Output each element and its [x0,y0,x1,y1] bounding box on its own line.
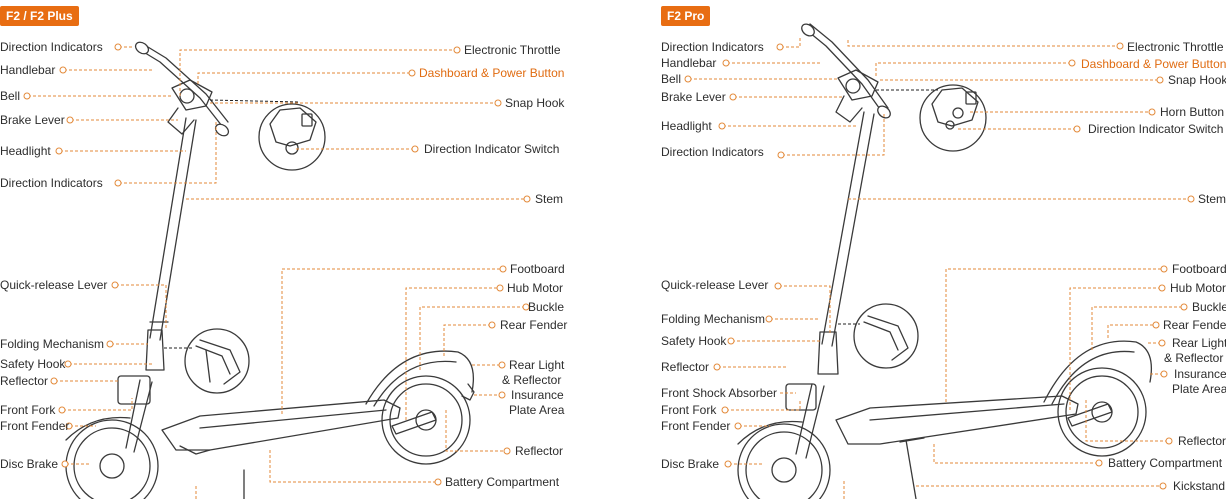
label-kickstand: Kickstand [1173,479,1226,493]
label-rear-fender: Rear Fender [1163,318,1226,332]
label-safety-hook: Safety Hook [0,357,66,371]
label-hub-motor: Hub Motor [507,281,564,295]
label-direction-indicator-switch: Direction Indicator Switch [1088,122,1224,136]
model-badge-f2-pro: F2 Pro [661,6,711,26]
label-front-fender: Front Fender [0,419,70,433]
label-headlight: Headlight [661,119,712,133]
label-stem: Stem [1198,192,1226,206]
label-hub-motor: Hub Motor [1170,281,1226,295]
label-folding-mechanism: Folding Mechanism [661,312,766,326]
label-brake-lever: Brake Lever [0,113,65,127]
label-buckle: Buckle [1192,300,1226,314]
label-reflector-rear: Reflector [515,444,564,458]
label-folding-mechanism: Folding Mechanism [0,337,105,351]
label-battery-compartment: Battery Compartment [445,475,560,489]
label-electronic-throttle: Electronic Throttle [1127,40,1224,54]
label-buckle: Buckle [528,300,565,314]
label-rear-reflector: & Reflector [1164,351,1224,365]
label-disc-brake: Disc Brake [661,457,720,471]
label-plate-area: Plate Area [1172,382,1226,396]
label-reflector-front: Reflector [0,374,49,388]
label-reflector-front: Reflector [661,360,710,374]
label-direction-indicators-bottom: Direction Indicators [0,176,103,190]
label-footboard: Footboard [1172,262,1226,276]
label-dashboard-power-button: Dashboard & Power Button [1081,57,1226,71]
label-bell: Bell [661,72,682,86]
label-handlebar: Handlebar [0,63,56,77]
label-stem: Stem [535,192,564,206]
left-leader-lines [23,43,531,499]
label-front-fork: Front Fork [0,403,56,417]
label-direction-indicators-bottom: Direction Indicators [661,145,764,159]
label-bell: Bell [0,89,21,103]
label-quick-release-lever: Quick-release Lever [0,278,108,292]
label-front-fork: Front Fork [661,403,717,417]
label-rear-light: Rear Light [509,358,565,372]
left-scooter-drawing [65,41,475,499]
label-battery-compartment: Battery Compartment [1108,456,1223,470]
label-footboard: Footboard [510,262,565,276]
label-insurance: Insurance [1174,367,1226,381]
label-insurance: Insurance [511,388,564,402]
label-reflector-rear: Reflector [1178,434,1226,448]
label-direction-indicators-top: Direction Indicators [0,40,103,54]
label-rear-light: Rear Light [1172,336,1226,350]
label-snap-hook: Snap Hook [505,96,565,110]
label-disc-brake: Disc Brake [0,457,59,471]
label-plate-area: Plate Area [509,403,565,417]
label-brake-lever: Brake Lever [661,90,726,104]
label-headlight: Headlight [0,144,51,158]
label-safety-hook: Safety Hook [661,334,727,348]
label-front-fender: Front Fender [661,419,731,433]
label-quick-release-lever: Quick-release Lever [661,278,769,292]
label-horn-button: Horn Button [1160,105,1225,119]
label-direction-indicator-switch: Direction Indicator Switch [424,142,560,156]
right-leader-lines [684,36,1195,499]
label-handlebar: Handlebar [661,56,717,70]
label-dashboard-power-button: Dashboard & Power Button [419,66,565,80]
label-front-shock-absorber: Front Shock Absorber [661,386,778,400]
label-snap-hook: Snap Hook [1168,73,1226,87]
label-direction-indicators-top: Direction Indicators [661,40,764,54]
model-badge-f2: F2 / F2 Plus [0,6,79,26]
label-rear-fender: Rear Fender [500,318,568,332]
right-scooter-drawing [737,23,1153,499]
label-electronic-throttle: Electronic Throttle [464,43,561,57]
label-rear-reflector: & Reflector [502,373,562,387]
